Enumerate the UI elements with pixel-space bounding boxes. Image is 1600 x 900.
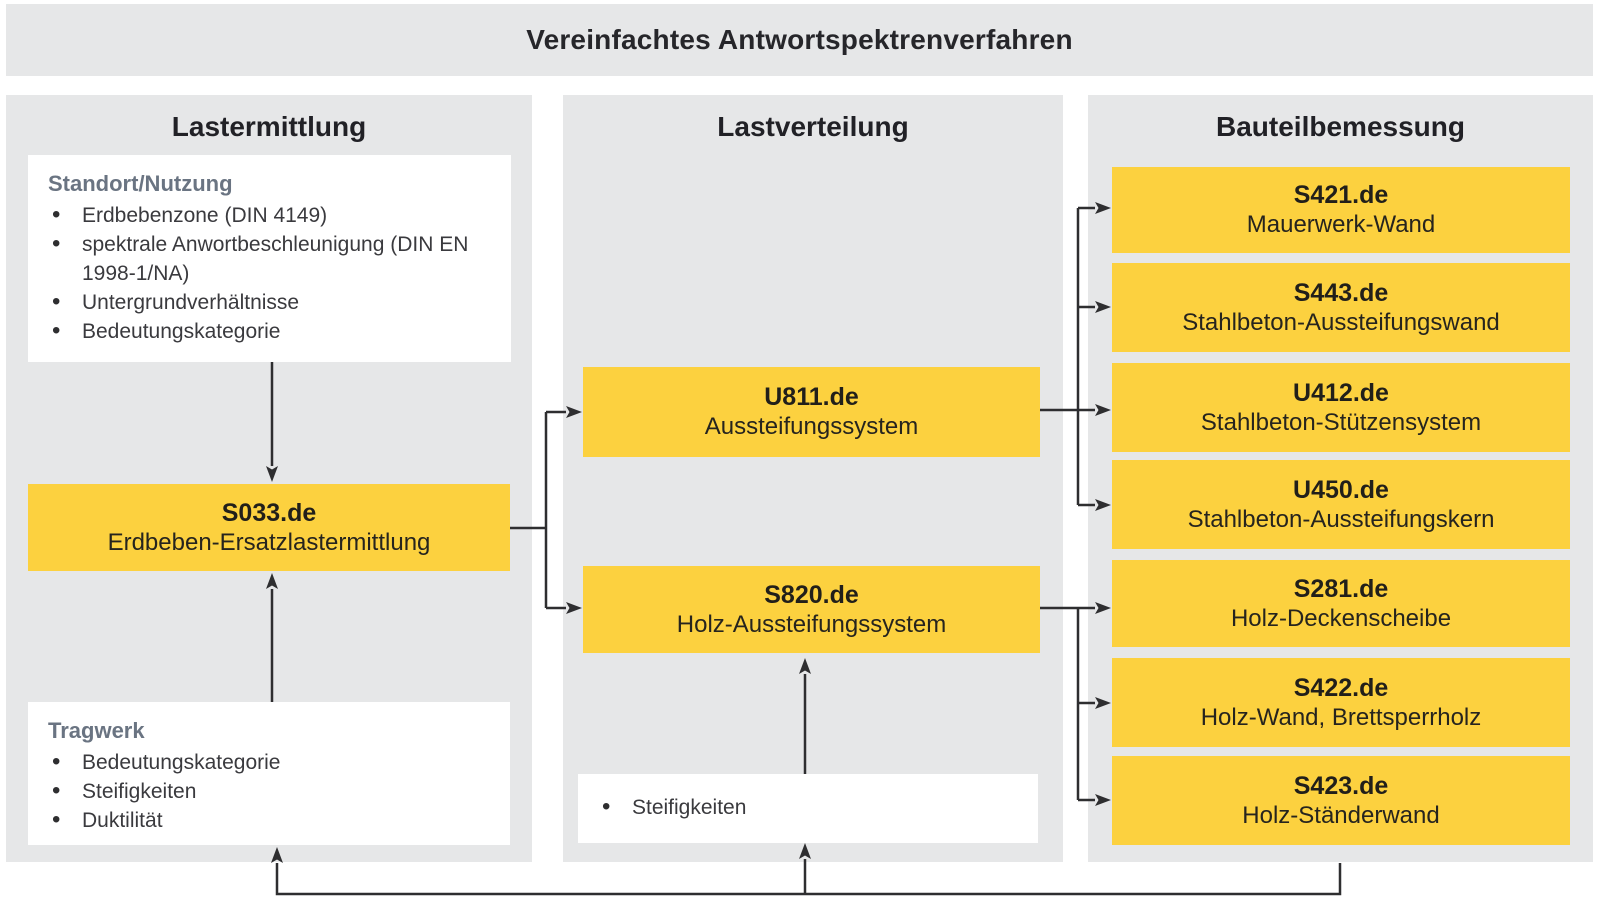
standort-nutzung-list: Erdbebenzone (DIN 4149) spektrale Anwort… xyxy=(46,200,493,346)
tragwerk-heading: Tragwerk xyxy=(48,718,145,743)
tragwerk-list: Bedeutungskategorie Steifigkeiten Duktil… xyxy=(46,747,492,835)
list-item: Bedeutungskategorie xyxy=(46,316,493,346)
module-code: S423.de xyxy=(1293,771,1389,800)
module-code: S033.de xyxy=(221,498,317,527)
module-code: U811.de xyxy=(764,383,859,411)
module-label: Stahlbeton-Aussteifungskern xyxy=(1187,505,1495,533)
steifigkeiten-box: Steifigkeiten xyxy=(578,774,1038,843)
module-u811: U811.de Aussteifungssystem xyxy=(583,367,1040,457)
module-code: S422.de xyxy=(1293,673,1389,702)
module-code: S443.de xyxy=(1293,278,1389,307)
module-code: S421.de xyxy=(1293,181,1389,209)
module-label: Stahlbeton-Stützensystem xyxy=(1200,408,1482,436)
module-label: Stahlbeton-Aussteifungswand xyxy=(1182,308,1500,336)
module-code: U450.de xyxy=(1293,475,1389,504)
list-item: Steifigkeiten xyxy=(596,792,1020,822)
column-header-lastermittlung: Lastermittlung xyxy=(171,111,367,142)
column-lastverteilung: Lastverteilung xyxy=(563,95,1063,862)
column-header-lastverteilung: Lastverteilung xyxy=(717,111,909,142)
tragwerk-box: Tragwerk Bedeutungskategorie Steifigkeit… xyxy=(28,702,510,845)
module-s443: S443.de Stahlbeton-Aussteifungswand xyxy=(1112,263,1570,352)
module-label: Holz-Deckenscheibe xyxy=(1230,604,1452,632)
list-item: spektrale Anwortbeschleunigung (DIN EN 1… xyxy=(46,229,493,288)
module-code: S820.de xyxy=(764,580,859,609)
module-code: U412.de xyxy=(1293,378,1389,407)
module-s421: S421.de Mauerwerk-Wand xyxy=(1112,167,1570,253)
module-s820: S820.de Holz-Aussteifungssystem xyxy=(583,566,1040,653)
module-s422: S422.de Holz-Wand, Brettsperrholz xyxy=(1112,658,1570,747)
module-label: Holz-Aussteifungssystem xyxy=(676,610,947,638)
list-item: Duktilität xyxy=(46,805,492,835)
column-header-bauteilbemessung: Bauteilbemessung xyxy=(1216,111,1465,142)
module-u412: U412.de Stahlbeton-Stützensystem xyxy=(1112,363,1570,452)
list-item: Bedeutungskategorie xyxy=(46,747,492,777)
module-s281: S281.de Holz-Deckenscheibe xyxy=(1112,560,1570,647)
standort-nutzung-box: Standort/Nutzung Erdbebenzone (DIN 4149)… xyxy=(28,155,511,362)
title-banner: Vereinfachtes Antwortspektrenverfahren xyxy=(6,4,1593,76)
list-item: Erdbebenzone (DIN 4149) xyxy=(46,200,493,230)
steifigkeiten-list: Steifigkeiten xyxy=(596,792,1020,822)
module-u450: U450.de Stahlbeton-Aussteifungskern xyxy=(1112,460,1570,549)
module-label: Erdbeben-Ersatzlastermittlung xyxy=(107,528,431,556)
module-code: S281.de xyxy=(1293,574,1389,603)
module-s423: S423.de Holz-Ständerwand xyxy=(1112,756,1570,845)
arrow-feedback-to-tragwerk xyxy=(271,847,1342,896)
module-label: Mauerwerk-Wand xyxy=(1246,211,1436,238)
list-item: Untergrundverhältnisse xyxy=(46,287,493,317)
diagram-title: Vereinfachtes Antwortspektrenverfahren xyxy=(526,24,1073,55)
module-label: Aussteifungssystem xyxy=(704,413,919,440)
module-label: Holz-Ständerwand xyxy=(1242,801,1440,829)
module-s033: S033.de Erdbeben-Ersatzlastermittlung xyxy=(28,484,510,571)
standort-nutzung-heading: Standort/Nutzung xyxy=(48,171,233,196)
list-item: Steifigkeiten xyxy=(46,776,492,806)
module-label: Holz-Wand, Brettsperrholz xyxy=(1200,703,1482,731)
